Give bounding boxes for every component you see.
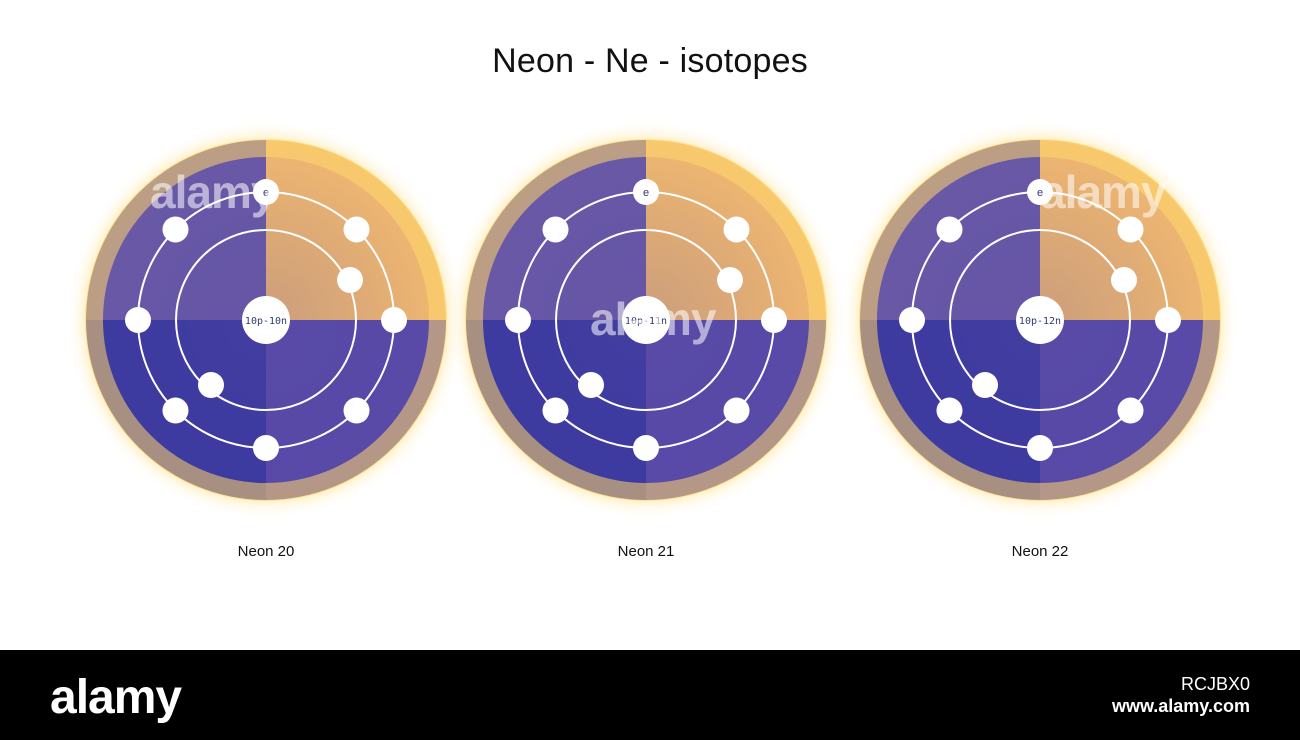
nucleus-label: 10p-10n bbox=[245, 316, 287, 327]
electron-outer bbox=[633, 179, 659, 205]
electron-outer bbox=[1027, 179, 1053, 205]
nucleus bbox=[1016, 296, 1064, 344]
electron-inner bbox=[1111, 267, 1137, 293]
electron-inner bbox=[198, 372, 224, 398]
electron-outer bbox=[1027, 435, 1053, 461]
electron-outer bbox=[936, 397, 963, 424]
footer-logo[interactable]: alamy bbox=[50, 671, 182, 724]
electron-outer bbox=[542, 397, 569, 424]
glow-ring bbox=[465, 139, 827, 501]
electron-inner bbox=[717, 267, 743, 293]
glow-ring bbox=[85, 139, 447, 501]
footer-bar: alamy RCJBX0 www.alamy.com bbox=[0, 650, 1300, 740]
electron-outer bbox=[253, 435, 279, 461]
electron-inner bbox=[337, 267, 363, 293]
electron-label: e bbox=[1037, 187, 1043, 199]
atom-neon-21: 10p-11n e bbox=[446, 120, 846, 520]
nucleus bbox=[242, 296, 290, 344]
electron-outer bbox=[381, 307, 407, 333]
inner-orbit bbox=[949, 229, 1131, 411]
electron-label: e bbox=[643, 187, 649, 199]
electron-outer bbox=[633, 435, 659, 461]
electron-outer bbox=[899, 307, 925, 333]
electron-outer bbox=[761, 307, 787, 333]
nucleus-label: 10p-12n bbox=[1019, 316, 1061, 327]
electron-outer bbox=[1117, 397, 1144, 424]
electron-outer bbox=[343, 397, 370, 424]
image-id: RCJBX0 bbox=[1180, 674, 1250, 694]
nucleus bbox=[622, 296, 670, 344]
electron-outer bbox=[343, 216, 370, 243]
atom-name-label: Neon 22 bbox=[1011, 543, 1069, 560]
electron-outer bbox=[723, 216, 750, 243]
electron-inner bbox=[972, 372, 998, 398]
electron-outer bbox=[1117, 216, 1144, 243]
electron-label: e bbox=[263, 187, 269, 199]
footer-url[interactable]: www.alamy.com bbox=[1111, 696, 1250, 716]
electron-outer bbox=[125, 307, 151, 333]
electron-outer bbox=[542, 216, 569, 243]
inner-orbit bbox=[175, 229, 357, 411]
electron-outer bbox=[505, 307, 531, 333]
inner-orbit bbox=[555, 229, 737, 411]
atom-name-label: Neon 21 bbox=[617, 543, 675, 560]
page-title: Neon - Ne - isotopes bbox=[492, 42, 808, 80]
nucleus-label: 10p-11n bbox=[625, 316, 667, 327]
electron-outer bbox=[162, 216, 189, 243]
atom-neon-20: 10p-10n e bbox=[66, 120, 466, 520]
electron-outer bbox=[723, 397, 750, 424]
electron-outer bbox=[936, 216, 963, 243]
electron-outer bbox=[162, 397, 189, 424]
atom-neon-22: 10p-12n e bbox=[840, 120, 1240, 520]
electron-inner bbox=[578, 372, 604, 398]
atom-diagram: 10p-10n e 10p-11n e 10p-12n e bbox=[66, 120, 1240, 520]
electron-outer bbox=[1155, 307, 1181, 333]
atom-name-label: Neon 20 bbox=[237, 543, 295, 560]
electron-outer bbox=[253, 179, 279, 205]
glow-ring bbox=[859, 139, 1221, 501]
